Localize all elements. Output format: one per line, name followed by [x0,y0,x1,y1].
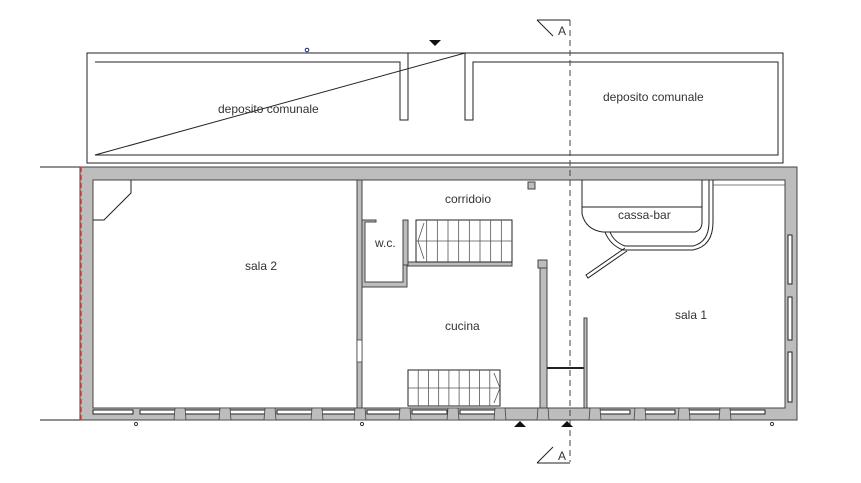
room-label-cucina: cucina [445,319,480,333]
pier [218,407,232,421]
window [787,296,793,341]
pier [718,407,732,421]
window [276,409,313,415]
window [729,409,766,415]
window [787,234,793,285]
pier [310,407,324,421]
window [366,409,403,415]
pier [353,407,367,421]
reference-point-icon [359,421,365,427]
pier [677,407,691,421]
section-label-top: A [558,24,566,38]
entrance-arrow-icon [514,421,526,427]
room-label-corridoio: corridoio [445,192,491,206]
cassa-bar-counter [581,180,785,279]
staircase-lower [407,369,501,407]
entrance-arrow-icon [561,421,573,427]
reference-point-icon [133,421,139,427]
room-label-cassa-bar: cassa-bar [618,208,671,222]
pier [263,407,277,421]
window [787,351,793,403]
interior-walls [93,179,588,409]
staircase-upper [415,219,513,263]
pier [398,407,412,421]
section-label-bottom: A [558,449,566,463]
windows [92,234,793,427]
window [459,409,496,415]
window [411,409,448,415]
section-line-a: A A [514,19,573,464]
room-label-sala-1: sala 1 [675,308,707,322]
pier [588,407,602,421]
window [139,409,176,415]
deposito-block [86,40,784,164]
room-label-deposito-right: deposito comunale [603,90,704,104]
window [184,409,221,415]
room-label-deposito-left: deposito comunale [218,102,319,116]
room-label-wc: w.c. [374,236,396,250]
pier [493,407,507,421]
entrance-arrow-icon [429,40,441,46]
room-label-sala-2: sala 2 [245,259,277,273]
pier [536,407,550,421]
pier [446,407,460,421]
pier [633,407,647,421]
window [229,409,266,415]
pier [173,407,187,421]
reference-point-icon [769,421,775,427]
window [92,409,134,415]
window [685,409,721,415]
reference-point-icon [304,47,310,53]
outer-walls [79,166,798,421]
window [321,409,358,415]
